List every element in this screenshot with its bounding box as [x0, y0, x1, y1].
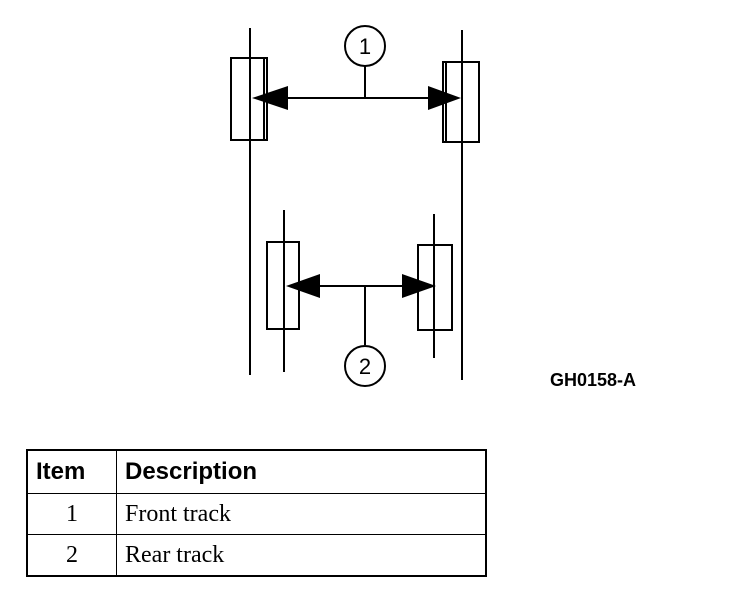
- callout-1-label: 1: [359, 34, 371, 59]
- front-track-left-arrowhead: [252, 86, 288, 110]
- front-track-right-arrowhead: [428, 86, 461, 110]
- item-column-header: Item: [26, 449, 117, 494]
- track-width-diagram: 1 2: [230, 25, 480, 387]
- rear-track-left-arrowhead: [286, 274, 320, 298]
- item-number: 1: [26, 493, 117, 535]
- callout-1-circle: [344, 25, 386, 67]
- table-row: 2 Rear track: [26, 534, 487, 577]
- description-column-header: Description: [116, 449, 487, 494]
- item-number: 2: [26, 534, 117, 577]
- figure-code: GH0158-A: [550, 370, 637, 390]
- table-row: 1 Front track: [26, 493, 487, 535]
- rear-track-right-arrowhead: [402, 274, 436, 298]
- callout-2-circle: [344, 345, 386, 387]
- callout-2-label: 2: [359, 354, 371, 379]
- item-description: Rear track: [116, 534, 487, 577]
- item-description: Front track: [116, 493, 487, 535]
- legend-table: Item Description 1 Front track 2 Rear tr…: [26, 449, 487, 577]
- legend-header-row: Item Description: [26, 449, 487, 494]
